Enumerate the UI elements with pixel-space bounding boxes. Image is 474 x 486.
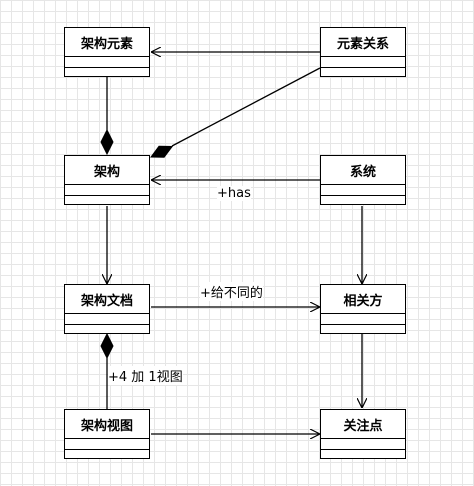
class-arch-document-attributes xyxy=(65,314,149,325)
class-arch-document-name: 架构文档 xyxy=(65,285,149,314)
class-architecture[interactable]: 架构 xyxy=(64,155,150,205)
class-architecture-operations xyxy=(65,196,149,204)
class-arch-view-attributes xyxy=(65,439,149,450)
class-system-operations xyxy=(321,196,405,204)
edge-label-has: +has xyxy=(217,186,251,201)
edge-label-four-plus-one-views: +4 加 1视图 xyxy=(108,366,183,385)
class-element-relation-attributes xyxy=(321,57,405,68)
diamond-at-architecture-top xyxy=(100,128,114,156)
class-system-attributes xyxy=(321,185,405,196)
class-arch-view-name: 架构视图 xyxy=(65,410,149,439)
class-element-relation[interactable]: 元素关系 xyxy=(320,27,406,77)
class-architecture-attributes xyxy=(65,185,149,196)
class-stakeholder-name: 相关方 xyxy=(321,285,405,314)
edge-relation-to-architecture xyxy=(171,67,321,147)
class-arch-view-operations xyxy=(65,450,149,458)
diamond-at-architecture-right xyxy=(150,145,174,158)
class-arch-document-operations xyxy=(65,325,149,333)
class-architecture-name: 架构 xyxy=(65,156,149,185)
diamond-at-document-bottom xyxy=(100,332,114,360)
class-arch-element-name: 架构元素 xyxy=(65,28,149,57)
class-arch-document[interactable]: 架构文档 xyxy=(64,284,150,334)
class-stakeholder-operations xyxy=(321,325,405,333)
class-arch-element-attributes xyxy=(65,57,149,68)
edge-label-for-different: +给不同的 xyxy=(200,282,263,301)
class-arch-element[interactable]: 架构元素 xyxy=(64,27,150,77)
class-concern-name: 关注点 xyxy=(321,410,405,439)
class-stakeholder[interactable]: 相关方 xyxy=(320,284,406,334)
class-arch-view[interactable]: 架构视图 xyxy=(64,409,150,459)
class-concern-attributes xyxy=(321,439,405,450)
class-concern-operations xyxy=(321,450,405,458)
class-system-name: 系统 xyxy=(321,156,405,185)
class-arch-element-operations xyxy=(65,68,149,76)
class-element-relation-name: 元素关系 xyxy=(321,28,405,57)
class-stakeholder-attributes xyxy=(321,314,405,325)
class-system[interactable]: 系统 xyxy=(320,155,406,205)
class-element-relation-operations xyxy=(321,68,405,76)
class-concern[interactable]: 关注点 xyxy=(320,409,406,459)
